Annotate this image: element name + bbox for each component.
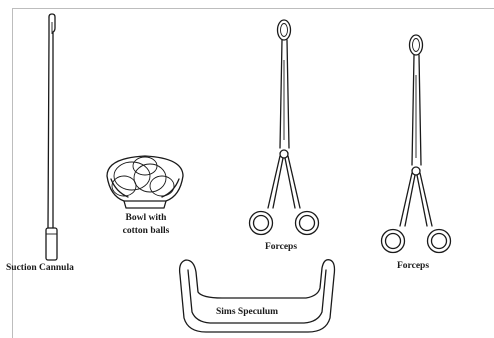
sims-speculum-drawing — [180, 260, 335, 332]
forceps-right-drawing — [382, 35, 451, 253]
suction-cannula-drawing — [46, 14, 57, 260]
suction-cannula-label: Suction Cannula — [6, 262, 74, 275]
bowl-drawing — [107, 156, 183, 208]
bowl-label-line1: Bowl with — [103, 212, 189, 225]
forceps-left-drawing — [250, 20, 319, 235]
forceps-right-label: Forceps — [397, 260, 429, 273]
bowl-label: Bowl with cotton balls — [103, 212, 189, 238]
sims-speculum-label: Sims Speculum — [216, 306, 278, 319]
forceps-left-label: Forceps — [265, 241, 297, 254]
bowl-label-line2: cotton balls — [103, 225, 189, 238]
